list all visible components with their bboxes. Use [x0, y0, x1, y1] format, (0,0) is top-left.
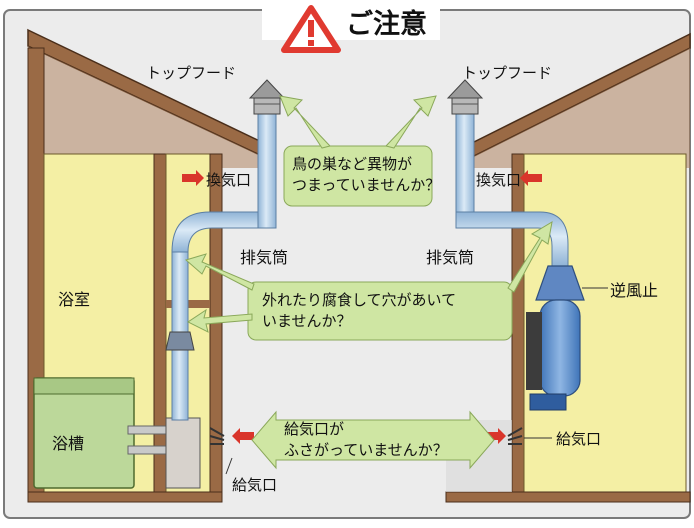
label-vent-right: 換気口	[476, 171, 522, 189]
heater-bracket	[526, 312, 542, 390]
bathtub-rim	[33, 377, 135, 395]
heater-base	[529, 393, 567, 411]
label-exhaust-right: 排気筒	[426, 248, 475, 267]
left-inner-wall	[209, 153, 223, 501]
airflow-lines-icon	[209, 427, 523, 445]
callout-nest-line-1: 鳥の巣など異物が	[292, 155, 413, 173]
callout-corrosion-line-1: 外れたり腐食して穴があいて	[262, 291, 457, 309]
right-roof-underside	[474, 48, 690, 168]
green-pointer-arrows	[184, 95, 553, 333]
right-top-hood-cap	[446, 79, 484, 99]
callout-nest: 鳥の巣など異物が つまっていませんか？	[292, 154, 440, 196]
double-arrow-icon	[251, 410, 495, 470]
right-top-hood-body	[451, 95, 479, 115]
left-house	[27, 28, 286, 503]
callout-supply-line-2: ふさがっていませんか？	[284, 441, 448, 459]
page-title: ご注意	[346, 9, 427, 40]
right-floor	[445, 491, 691, 503]
callout-nest-line-2: つまっていませんか？	[292, 176, 441, 194]
label-vent-left: 換気口	[206, 171, 252, 189]
callout-corrosion: 外れたり腐食して穴があいて いませんか？	[262, 290, 456, 332]
supply-bottom-leader	[225, 457, 233, 475]
label-bathtub: 浴槽	[52, 434, 85, 453]
right-chimney	[455, 111, 475, 229]
right-outer-wall	[511, 153, 525, 501]
left-top-hood-cap	[248, 79, 286, 99]
label-top-hood-right: トップフード	[462, 64, 553, 82]
label-exhaust-left: 排気筒	[240, 248, 289, 267]
label-top-hood-left: トップフード	[146, 64, 237, 82]
left-floor	[27, 491, 223, 503]
warning-triangle-icon	[281, 5, 341, 53]
left-draft-hood	[165, 331, 195, 351]
label-supply-right: 給気口	[556, 430, 602, 448]
callout-corrosion-line-2: いませんか？	[262, 312, 352, 330]
callout-supply: 給気口が ふさがっていませんか？	[284, 419, 448, 461]
left-top-hood-body	[253, 95, 281, 115]
label-supply-bottom: 給気口	[232, 476, 278, 494]
label-backdraft-stop: 逆風止	[610, 281, 659, 300]
right-house	[445, 32, 691, 503]
callout-corrosion-box	[247, 281, 513, 341]
callout-supply-line-1: 給気口が	[284, 420, 345, 438]
left-chimney	[257, 111, 277, 229]
left-roof-underside	[28, 46, 262, 168]
callout-nest-box	[283, 145, 433, 207]
water-heater	[539, 299, 581, 397]
label-bathroom: 浴室	[58, 290, 91, 309]
boiler	[165, 417, 201, 489]
